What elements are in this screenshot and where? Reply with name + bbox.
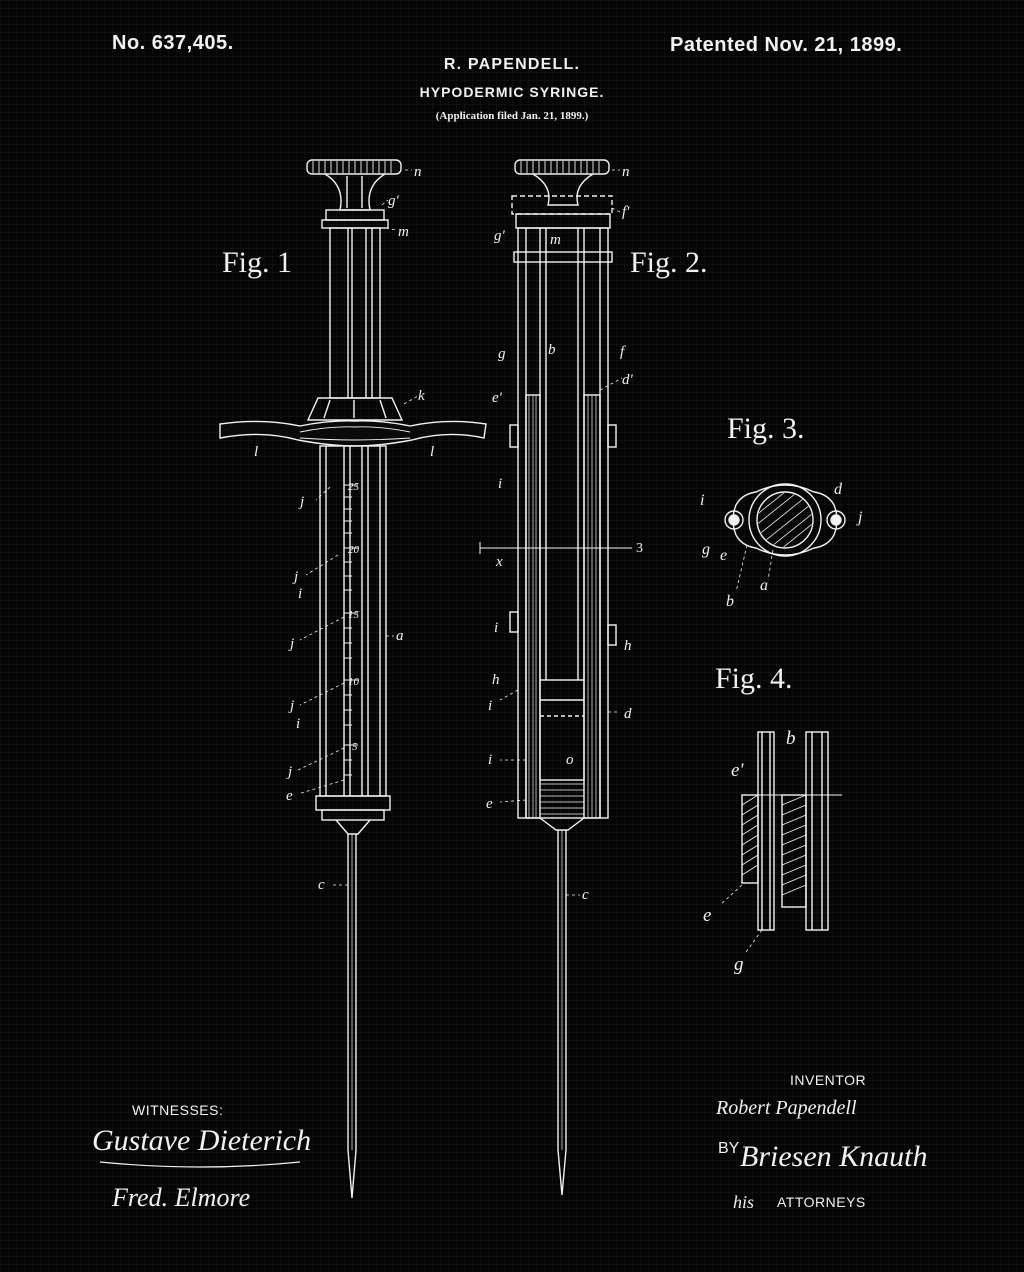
- scale-mark: 25: [348, 481, 360, 493]
- ref-letter: x: [495, 554, 503, 570]
- fig1-label: Fig. 1: [222, 246, 292, 279]
- fig1-syringe-external-view: [219, 159, 487, 1199]
- patent-date: Patented Nov. 21, 1899.: [670, 34, 903, 56]
- ref-letter: e: [286, 788, 293, 804]
- fig2-syringe-sectional-view: [479, 159, 632, 1196]
- ref-letter: j: [288, 698, 294, 714]
- ref-letter: e': [492, 390, 503, 406]
- fig3-cross-section: [724, 483, 846, 557]
- ref-letter: j: [856, 509, 863, 526]
- fig2-label: Fig. 2.: [630, 246, 708, 279]
- witness-signature-2: Fred. Elmore: [111, 1183, 250, 1212]
- ref-letter: b: [726, 593, 734, 610]
- ref-letter: b: [548, 342, 556, 358]
- ref-letter: h: [624, 638, 632, 654]
- ref-letter: e: [703, 905, 711, 926]
- ref-letter: n: [622, 164, 630, 180]
- ref-letter: i: [298, 586, 302, 602]
- filing-note: (Application filed Jan. 21, 1899.): [435, 110, 589, 122]
- ref-letter: l: [430, 444, 434, 460]
- scale-mark: 10: [348, 676, 360, 688]
- ref-letter: g: [734, 954, 744, 975]
- ref-letter: a: [396, 628, 404, 644]
- section-line-number: 3: [636, 541, 643, 556]
- patent-number: No. 637,405.: [112, 32, 234, 54]
- scale-mark: 15: [348, 609, 360, 621]
- ref-letter: i: [296, 716, 300, 732]
- ref-letter: e: [720, 547, 727, 564]
- ref-letter: j: [292, 569, 298, 585]
- ref-letter: e: [486, 796, 493, 812]
- attorney-signature: Briesen Knauth: [740, 1140, 928, 1173]
- leader-lines: [297, 169, 774, 953]
- ref-letter: i: [494, 620, 498, 636]
- ref-letter: b: [786, 728, 796, 749]
- inventor-signature: Robert Papendell: [715, 1097, 857, 1119]
- ref-letter: c: [582, 887, 589, 903]
- witness-signature-1: Gustave Dieterich: [92, 1124, 311, 1157]
- ref-letter: j: [288, 636, 294, 652]
- ref-letter: c: [318, 877, 325, 893]
- ref-letter: m: [550, 232, 561, 248]
- scale-mark: 20: [348, 544, 360, 556]
- ref-letter: a: [760, 577, 768, 594]
- ref-letter: i: [488, 698, 492, 714]
- inventor-label: INVENTOR: [790, 1072, 867, 1088]
- ref-letter: i: [488, 752, 492, 768]
- ref-letter: m: [398, 224, 409, 240]
- fig4-reference-letters: b e' e g: [703, 728, 796, 975]
- fig3-reference-letters: i d j g e a b: [700, 481, 863, 610]
- ref-letter: d: [834, 481, 843, 498]
- fig2-reference-letters: n f' g' m g b f d' e' i x i h h i d i o …: [486, 164, 634, 903]
- fig1-reference-letters: n g' m k l l j j i j a j i j e c: [254, 164, 434, 893]
- his-label: his: [733, 1192, 755, 1212]
- ref-letter: o: [566, 752, 574, 768]
- attorneys-label: ATTORNEYS: [777, 1194, 866, 1210]
- scale-mark: 5: [352, 741, 358, 753]
- fig4-detail-section: [741, 731, 842, 931]
- fig3-label: Fig. 3.: [727, 412, 805, 445]
- ref-letter: n: [414, 164, 422, 180]
- ref-letter: e': [731, 760, 744, 781]
- ref-letter: d: [624, 706, 632, 722]
- ref-letter: f': [622, 204, 630, 220]
- ref-letter: j: [298, 494, 304, 510]
- ref-letter: j: [286, 764, 292, 780]
- ref-letter: k: [418, 388, 425, 404]
- ref-letter: g: [498, 346, 506, 362]
- inventor-name-heading: R. PAPENDELL.: [443, 56, 581, 73]
- ref-letter: g: [702, 541, 710, 558]
- ref-letter: g': [388, 193, 400, 209]
- barrel-scale-numbers: 25 20 15 10 5: [348, 481, 360, 753]
- ref-letter: l: [254, 444, 258, 460]
- ref-letter: i: [498, 476, 502, 492]
- ref-letter: d': [622, 372, 634, 388]
- ref-letter: i: [700, 492, 704, 509]
- fig4-label: Fig. 4.: [715, 662, 793, 695]
- ref-letter: f: [620, 344, 626, 360]
- by-label: BY: [718, 1140, 740, 1157]
- ref-letter: h: [492, 672, 500, 688]
- ref-letter: g': [494, 228, 506, 244]
- invention-title: HYPODERMIC SYRINGE.: [419, 84, 605, 100]
- witnesses-label: WITNESSES:: [132, 1102, 224, 1118]
